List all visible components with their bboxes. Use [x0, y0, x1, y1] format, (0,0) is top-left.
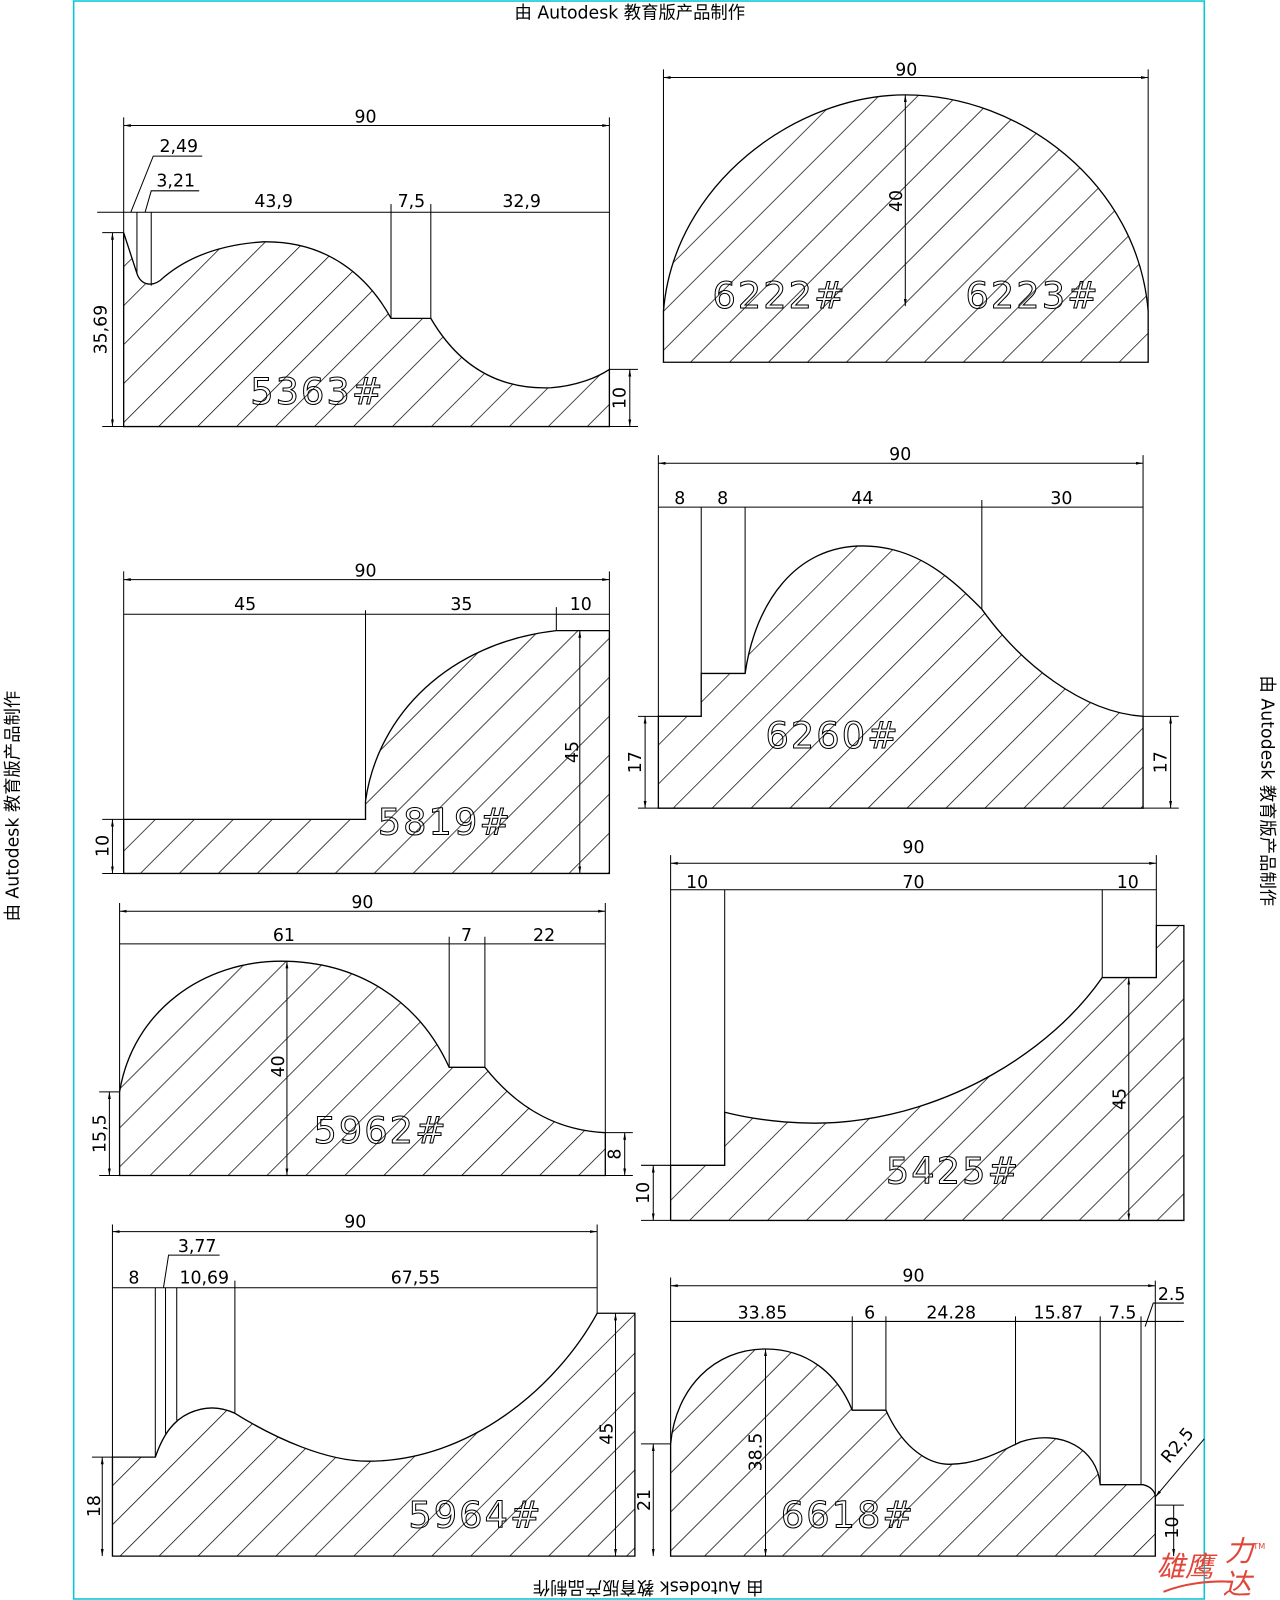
profile-label-6222: 6222# — [712, 274, 846, 317]
watermark-bottom: 由 Autodesk 教育版产品制作 — [533, 1577, 764, 1597]
profile-5962: 90 61 7 22 40 15,5 8 5962# — [90, 893, 633, 1177]
dim-height: 40 — [887, 190, 907, 212]
dim-height-right: 45 — [597, 1423, 617, 1445]
profile-6260: 90 8 8 44 30 17 17 6260# — [626, 445, 1179, 809]
dim-height-left: 10 — [93, 835, 113, 857]
profile-label: 5964# — [408, 1494, 542, 1537]
dim-3-21: 3,21 — [156, 172, 195, 192]
dim-height-right: 45 — [1111, 1088, 1131, 1110]
watermark-right: 由 Autodesk 教育版产品制作 — [1256, 676, 1276, 907]
logo-swoosh — [1163, 1580, 1230, 1593]
dim-61: 61 — [273, 926, 295, 946]
profile-6222-6223: 90 40 6222# 6223# — [662, 61, 1149, 363]
dim-44: 44 — [851, 489, 873, 509]
dim-15-87: 15.87 — [1034, 1303, 1084, 1323]
logo-tm: TM — [1252, 1541, 1265, 1551]
profile-label: 5962# — [313, 1109, 447, 1152]
dim-height-right: 10 — [1163, 1517, 1183, 1539]
dim-radius: R2,5 — [1158, 1424, 1199, 1467]
dim-total: 90 — [902, 838, 924, 858]
dim-32-9: 32,9 — [502, 192, 541, 212]
profile-5363: 90 2,49 3,21 43,9 7,5 32,9 35,69 10 5363… — [91, 107, 638, 428]
profile-5964: 90 8 3,77 10,69 67,55 45 18 5964# — [85, 1213, 636, 1557]
profile-label: 6618# — [781, 1494, 915, 1537]
profile-label: 6260# — [766, 714, 900, 757]
profile-5425: 90 10 70 10 45 10 5425# — [634, 838, 1185, 1222]
dim-height-mid: 40 — [269, 1055, 289, 1077]
profile-label: 5819# — [378, 801, 512, 844]
dim-45: 45 — [234, 595, 256, 615]
dim-30: 30 — [1050, 489, 1072, 509]
dim-70: 70 — [902, 873, 924, 893]
dim-8b: 8 — [717, 489, 728, 509]
dim-total: 90 — [902, 1267, 924, 1287]
dim-total: 90 — [354, 107, 376, 127]
dim-7-5: 7,5 — [398, 192, 426, 212]
dim-8: 8 — [128, 1269, 139, 1289]
dim-height-right: 8 — [606, 1149, 626, 1160]
profile-5964-section — [111, 1312, 636, 1557]
dim-2-5: 2.5 — [1158, 1285, 1186, 1305]
watermark-left: 由 Autodesk 教育版产品制作 — [4, 691, 24, 922]
dim-height-right: 17 — [1152, 751, 1172, 773]
dim-height-left: 17 — [626, 751, 646, 773]
profile-5819-section — [123, 629, 611, 875]
dim-total: 90 — [351, 893, 373, 913]
profile-label-6223: 6223# — [966, 274, 1100, 317]
dim-total: 90 — [889, 445, 911, 465]
dim-height-left: 18 — [85, 1495, 105, 1517]
brand-logo: 雄鹰 力 达 TM — [1156, 1534, 1265, 1600]
dim-total: 90 — [354, 562, 376, 582]
dim-7-5: 7.5 — [1109, 1303, 1137, 1323]
dim-10b: 10 — [1117, 873, 1139, 893]
profile-5363-section — [123, 232, 611, 428]
dim-10a: 10 — [686, 873, 708, 893]
dim-67-55: 67,55 — [391, 1269, 441, 1289]
dim-22: 22 — [533, 926, 555, 946]
logo-text-1: 雄鹰 — [1156, 1550, 1218, 1584]
profile-5962-section — [118, 960, 606, 1177]
dim-height-mid: 38.5 — [746, 1433, 766, 1472]
dim-height-left: 15,5 — [90, 1114, 110, 1153]
dim-10-69: 10,69 — [179, 1269, 229, 1289]
dim-height-left: 21 — [635, 1489, 655, 1511]
dim-33-85: 33.85 — [738, 1303, 788, 1323]
profile-6618: 90 33.85 6 24.28 15.87 7.5 2.5 38.5 21 1… — [635, 1267, 1205, 1557]
dim-7: 7 — [461, 926, 472, 946]
profile-5819: 90 45 35 10 10 45 5819# — [93, 562, 611, 875]
sheet-frame — [72, 0, 1206, 1600]
dim-24-28: 24.28 — [926, 1303, 976, 1323]
dim-height-right: 10 — [611, 387, 631, 409]
profile-label: 5363# — [250, 370, 384, 413]
dim-6: 6 — [864, 1303, 875, 1323]
dim-height-left: 35,69 — [91, 305, 111, 355]
dim-height-left: 10 — [634, 1182, 654, 1204]
logo-text-2: 力 — [1225, 1534, 1256, 1568]
dim-8a: 8 — [674, 489, 685, 509]
dim-2-49: 2,49 — [159, 137, 198, 157]
dim-3-77: 3,77 — [178, 1237, 217, 1257]
profile-label: 5425# — [886, 1150, 1020, 1193]
dim-43-9: 43,9 — [254, 192, 293, 212]
dim-35: 35 — [450, 595, 472, 615]
dim-height-right: 45 — [563, 741, 583, 763]
profile-6260-section — [657, 545, 1144, 809]
dim-total: 90 — [344, 1213, 366, 1233]
profile-5425-section — [669, 924, 1185, 1222]
logo-text-3: 达 — [1223, 1567, 1255, 1600]
dim-total: 90 — [895, 61, 917, 81]
dim-10: 10 — [570, 595, 592, 615]
watermark-top: 由 Autodesk 教育版产品制作 — [514, 3, 745, 23]
